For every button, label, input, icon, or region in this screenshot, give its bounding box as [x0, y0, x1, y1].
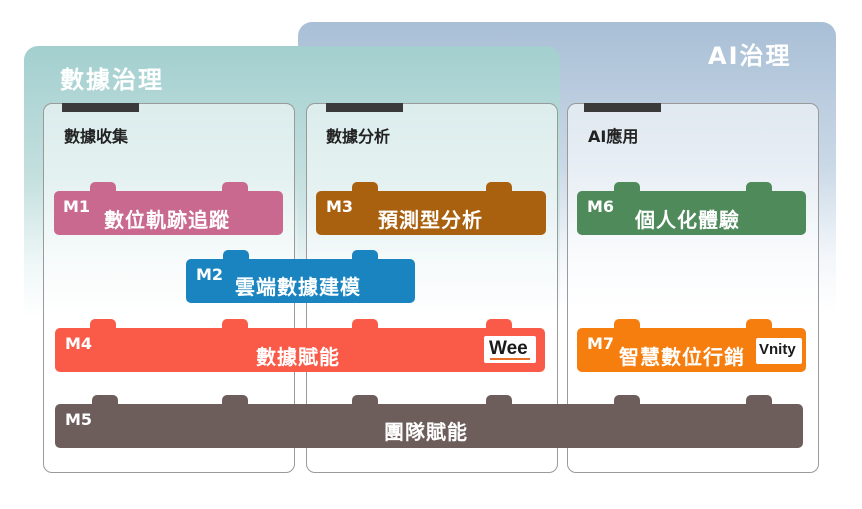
- vnity-logo-text: Vnity: [759, 341, 796, 358]
- stage-title-analysis: 數據分析: [326, 127, 391, 146]
- module-m5-code: M5: [65, 410, 93, 429]
- module-m2-name: 雲端數據建模: [235, 275, 361, 299]
- module-m4-bar[interactable]: [55, 328, 545, 372]
- stage-title-ai-application: AI應用: [588, 127, 639, 146]
- module-m6-name: 個人化體驗: [635, 208, 740, 232]
- stage-column-tab: [584, 103, 661, 112]
- module-m5-bar[interactable]: [55, 404, 803, 448]
- data-governance-title: 數據治理: [60, 66, 164, 94]
- stage-title-collection: 數據收集: [64, 127, 129, 146]
- module-m2-bar[interactable]: [186, 259, 415, 303]
- vnity-logo: Vnity: [756, 338, 802, 364]
- module-m4-code: M4: [65, 334, 93, 353]
- wee-logo-underline: [490, 358, 530, 360]
- module-m6-bar[interactable]: [577, 191, 806, 235]
- module-m3-bar[interactable]: [316, 191, 546, 235]
- stage-column-tab: [62, 103, 139, 112]
- wee-logo-text: Wee: [489, 338, 528, 359]
- module-m1-name: 數位軌跡追蹤: [104, 208, 230, 232]
- module-m3-name: 預測型分析: [378, 208, 483, 232]
- wee-logo: Wee: [484, 336, 536, 363]
- ai-governance-title: AI治理: [708, 42, 792, 70]
- module-m1-code: M1: [63, 197, 91, 216]
- module-m2-code: M2: [196, 265, 224, 284]
- module-m4-name: 數據賦能: [256, 345, 340, 369]
- module-m1-bar[interactable]: [54, 191, 283, 235]
- module-m7-code: M7: [587, 334, 615, 353]
- module-m5-name: 團隊賦能: [384, 420, 468, 444]
- module-m3-code: M3: [326, 197, 354, 216]
- module-m6-code: M6: [587, 197, 615, 216]
- stage-column-tab: [326, 103, 403, 112]
- module-m7-name: 智慧數位行銷: [619, 345, 745, 369]
